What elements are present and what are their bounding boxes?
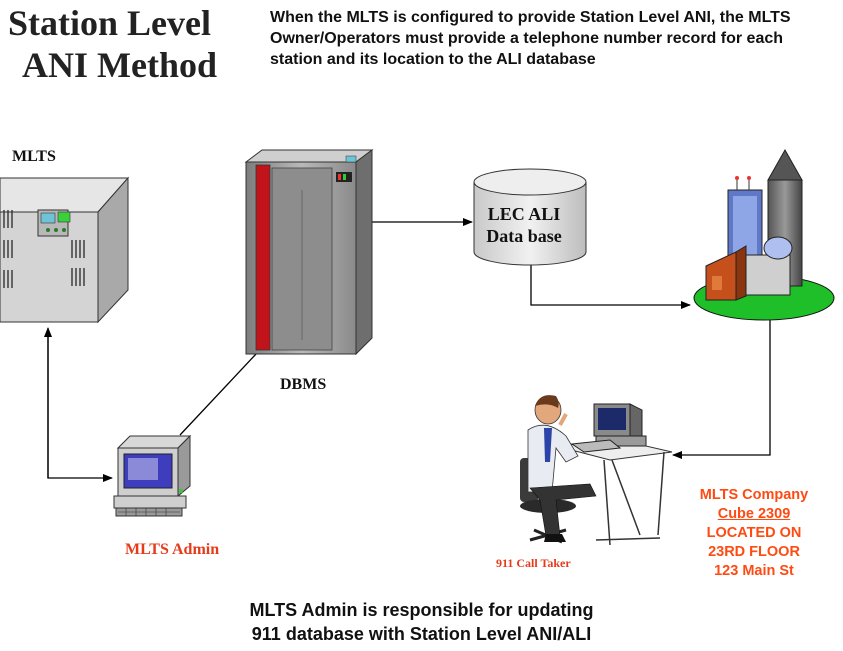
intro-text: When the MLTS is configured to provide S…	[270, 9, 791, 68]
database-label-line-2: Data base	[486, 226, 562, 246]
location-line-1: MLTS Company	[699, 487, 809, 503]
city-buildings-icon	[693, 148, 835, 321]
location-line-2: Cube 2309	[717, 506, 791, 522]
connector-database-city	[530, 262, 691, 309]
call-taker-label: 911 Call Taker	[496, 556, 571, 570]
location-info: MLTS Company Cube 2309 LOCATED ON 23RD F…	[682, 486, 826, 581]
title-line-1: Station Level	[8, 3, 211, 43]
mlts-admin-label: MLTS Admin	[125, 541, 220, 558]
location-line-5: 123 Main St	[714, 563, 794, 579]
footer-text: MLTS Admin is responsible for updating 9…	[150, 598, 693, 646]
database-cylinder-icon	[473, 168, 587, 266]
call-taker-workstation-icon	[520, 395, 673, 546]
mlts-cabinet-icon	[0, 176, 130, 324]
database-label: LEC ALI Data base	[478, 203, 570, 247]
title-line-2: ANI Method	[22, 45, 217, 85]
footer-line-2: 911 database with Station Level ANI/ALI	[251, 624, 592, 644]
dbms-label: DBMS	[280, 376, 327, 393]
footer-line-1: MLTS Admin is responsible for updating	[249, 600, 594, 620]
database-label-line-1: LEC ALI	[487, 204, 561, 224]
mlts-label: MLTS	[12, 148, 56, 165]
connector-mlts-admin	[44, 327, 113, 482]
dbms-server-icon	[244, 149, 374, 356]
admin-computer-icon	[113, 434, 192, 517]
location-line-3: LOCATED ON	[706, 525, 802, 541]
connector-city-calltaker	[672, 318, 771, 459]
location-line-4: 23RD FLOOR	[708, 544, 800, 560]
